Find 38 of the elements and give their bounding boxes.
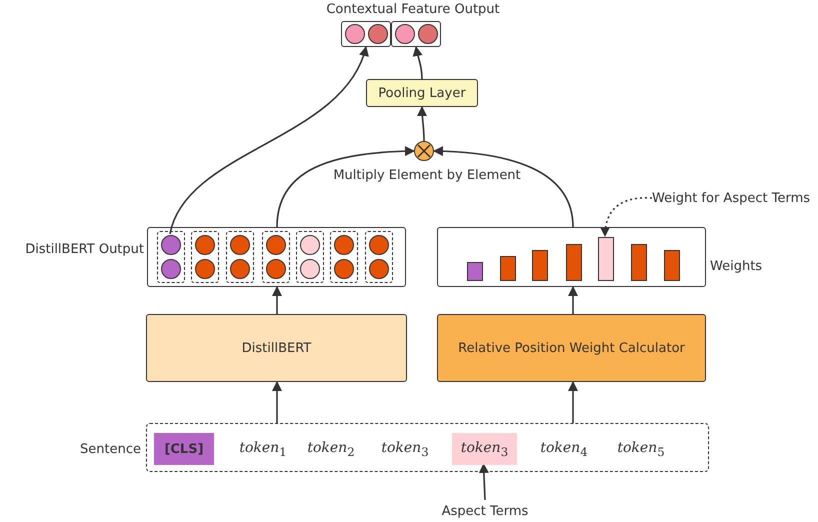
caption-text: DistillBERT Output — [24, 241, 144, 259]
arrow — [417, 106, 428, 141]
caption-text: Contextual Feature Output — [325, 1, 501, 19]
feature-pair-box — [391, 21, 441, 47]
arrow — [272, 286, 282, 314]
arrow — [276, 146, 415, 228]
token-text: token$_{4}$ — [534, 433, 594, 465]
token-text: token$_{1}$ — [233, 433, 293, 465]
sentence-box — [146, 423, 709, 472]
caption-text: Multiply Element by Element — [332, 167, 522, 185]
weight-bar — [598, 237, 614, 281]
arrow — [478, 463, 489, 500]
caption-text: Weights — [710, 258, 764, 276]
token-chip: [CLS] — [154, 433, 214, 465]
arrow — [272, 381, 282, 423]
caption-text: Sentence — [79, 441, 141, 459]
calculator-box: Relative Position Weight Calculator — [437, 314, 706, 382]
multiply-operator — [414, 141, 434, 161]
arrow — [412, 46, 423, 80]
output-vector-box — [147, 227, 406, 287]
output-vector — [341, 21, 441, 47]
token-text: token$_{2}$ — [301, 433, 361, 465]
feature-pair-box — [341, 21, 391, 47]
token-text: token$_{3}$ — [375, 433, 435, 465]
arrow — [433, 146, 574, 228]
arrow — [568, 381, 578, 423]
arrow — [568, 286, 578, 314]
annotation-text: Weight for Aspect Terms — [652, 188, 818, 208]
weights-box — [437, 227, 706, 287]
embedding-circle — [161, 259, 181, 279]
label-text: Aspect Terms — [430, 500, 540, 522]
token-chip: token$_{3}$ — [452, 433, 517, 465]
embedding-circle — [161, 235, 181, 255]
model-box: DistillBERT — [146, 314, 407, 382]
arrow — [169, 46, 368, 234]
leader-line — [600, 197, 652, 237]
pooling-layer-box: Pooling Layer — [366, 79, 478, 107]
token-text: token$_{5}$ — [611, 433, 671, 465]
